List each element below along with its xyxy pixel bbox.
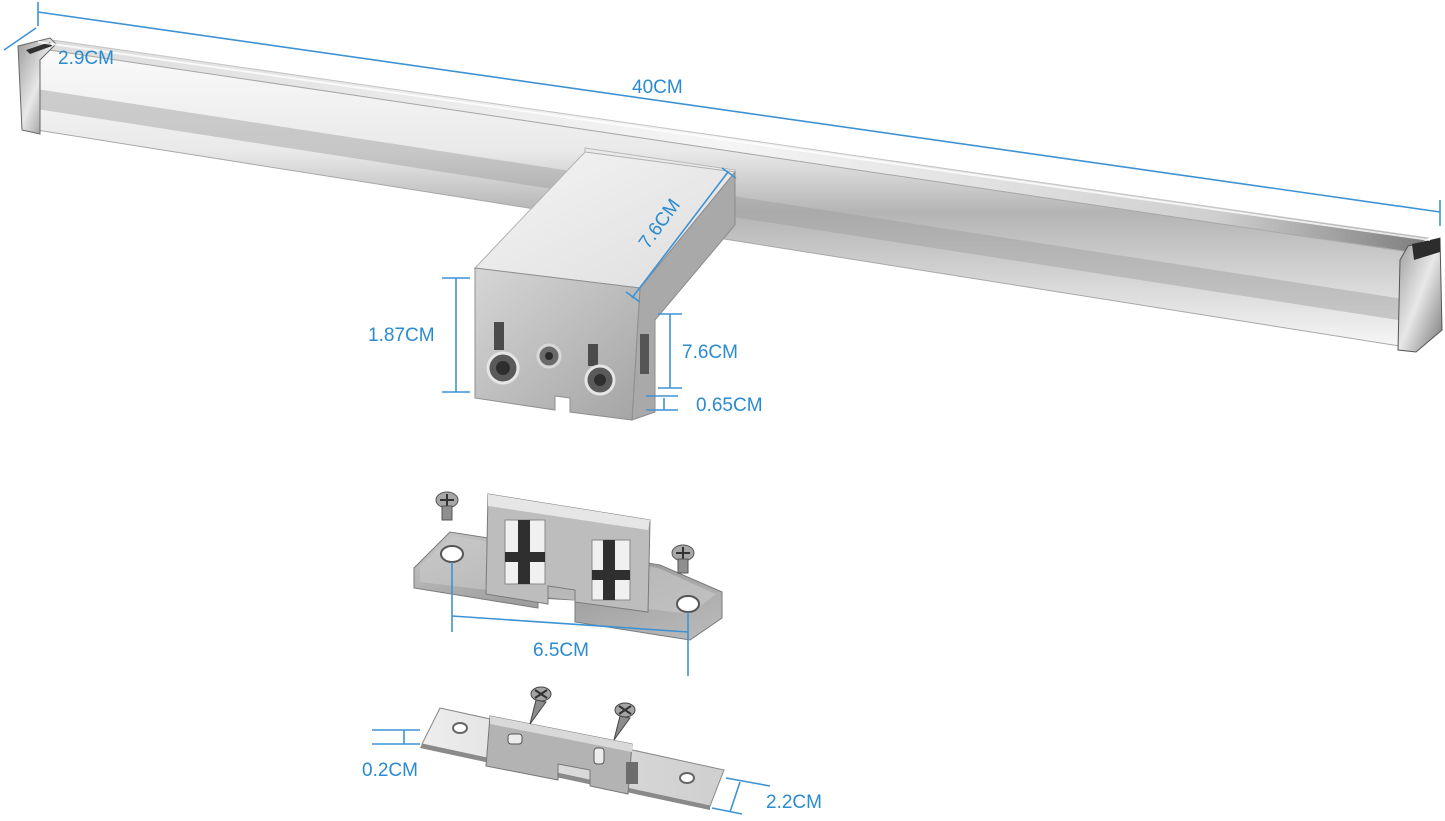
label-plate-thickness: 0.2CM — [362, 760, 418, 781]
screw-icon — [435, 491, 459, 521]
label-block-width: 7.6CM — [682, 342, 738, 363]
dimension-lines — [3, 2, 1441, 815]
bracket-hole-right — [676, 595, 700, 613]
label-plate-width: 2.2CM — [766, 792, 822, 813]
label-bar-length: 40CM — [632, 77, 683, 98]
plate-hole-left — [452, 722, 468, 734]
block-side-slot — [640, 334, 649, 374]
mounting-plate — [420, 686, 725, 810]
block-slot-left — [494, 322, 504, 350]
label-bar-height: 2.9CM — [58, 48, 114, 69]
bracket-hole-left — [440, 545, 464, 563]
plate-clip — [485, 715, 633, 795]
bar-right-cap-rim — [1412, 238, 1440, 260]
screw-icon — [671, 544, 695, 574]
wood-screw-icon — [613, 702, 636, 741]
wall-bracket — [413, 491, 723, 641]
label-bracket-hole-spacing: 6.5CM — [533, 640, 589, 661]
bar-left-cap-rim — [26, 42, 52, 54]
wood-screw-icon — [529, 686, 552, 725]
plate-hole-right — [679, 772, 695, 784]
block-slot-right — [588, 344, 598, 366]
connector-block — [473, 147, 736, 421]
label-block-height: 1.87CM — [368, 325, 435, 346]
label-slot-gap: 0.65CM — [696, 395, 763, 416]
bar-left-cap — [17, 37, 57, 135]
